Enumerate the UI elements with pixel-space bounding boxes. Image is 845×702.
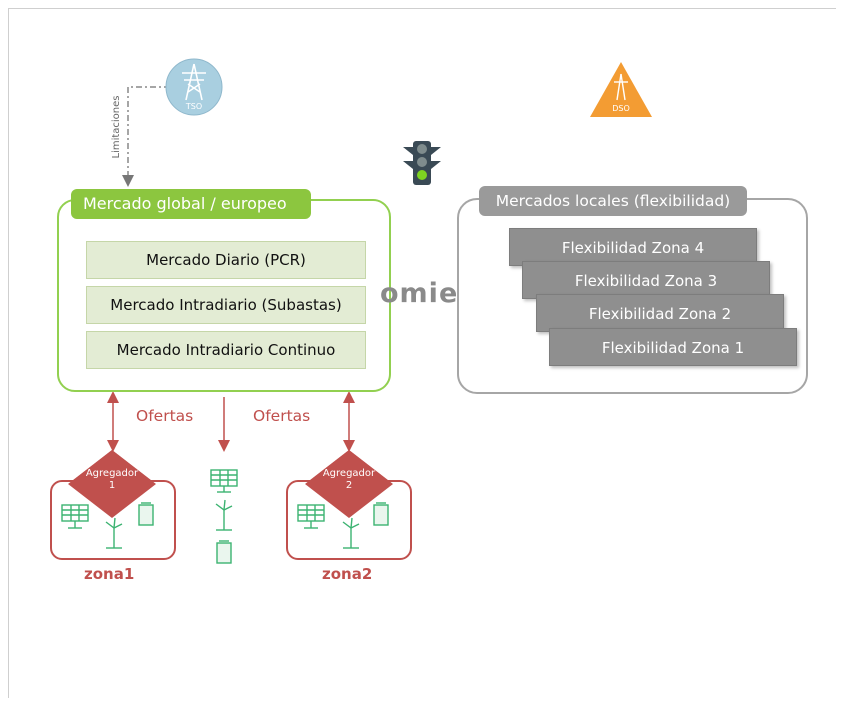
tso-icon	[165, 58, 223, 116]
flex-zone-4-card: Flexibilidad Zona 4	[509, 228, 757, 266]
market-row-intradiario-subastas: Mercado Intradiario (Subastas)	[86, 286, 366, 324]
flex-zone-3-card: Flexibilidad Zona 3	[522, 261, 770, 299]
local-markets-title: Mercados locales (flexibilidad)	[479, 186, 747, 216]
aggregator-1-line2: 1	[108, 480, 116, 491]
global-market-title: Mercado global / europeo	[71, 189, 311, 219]
frame-left-border	[8, 8, 9, 698]
zone-1-box	[50, 480, 176, 560]
ofertas-label-left: Ofertas	[136, 407, 194, 425]
dso-icon	[590, 62, 652, 117]
omie-logo: omie	[380, 279, 476, 309]
aggregator-1-line1: Agregador	[85, 468, 139, 479]
limitaciones-label: Limitaciones	[111, 95, 122, 159]
zone-2-label: zona2	[322, 565, 373, 583]
dso-label: DSO	[612, 104, 630, 113]
frame-top-border	[8, 8, 836, 9]
traffic-light-icon	[403, 141, 441, 185]
market-row-intradiario-continuo: Mercado Intradiario Continuo	[86, 331, 366, 369]
tso-label: TSO	[185, 102, 203, 111]
omie-text: omie	[380, 278, 459, 309]
aggregator-2-line2: 2	[345, 480, 353, 491]
limitaciones-connector	[122, 86, 170, 187]
flex-zone-1-card: Flexibilidad Zona 1	[549, 328, 797, 366]
transmission-tower-icon	[182, 63, 206, 101]
zone-1-label: zona1	[84, 565, 135, 583]
flex-zone-2-card: Flexibilidad Zona 2	[536, 294, 784, 332]
aggregator-1-label: Agregador 1	[80, 468, 144, 492]
zone-2-box	[286, 480, 412, 560]
aggregator-2-label: Agregador 2	[317, 468, 381, 492]
market-row-diario: Mercado Diario (PCR)	[86, 241, 366, 279]
aggregator-2-line1: Agregador	[322, 468, 376, 479]
ofertas-label-right: Ofertas	[253, 407, 311, 425]
